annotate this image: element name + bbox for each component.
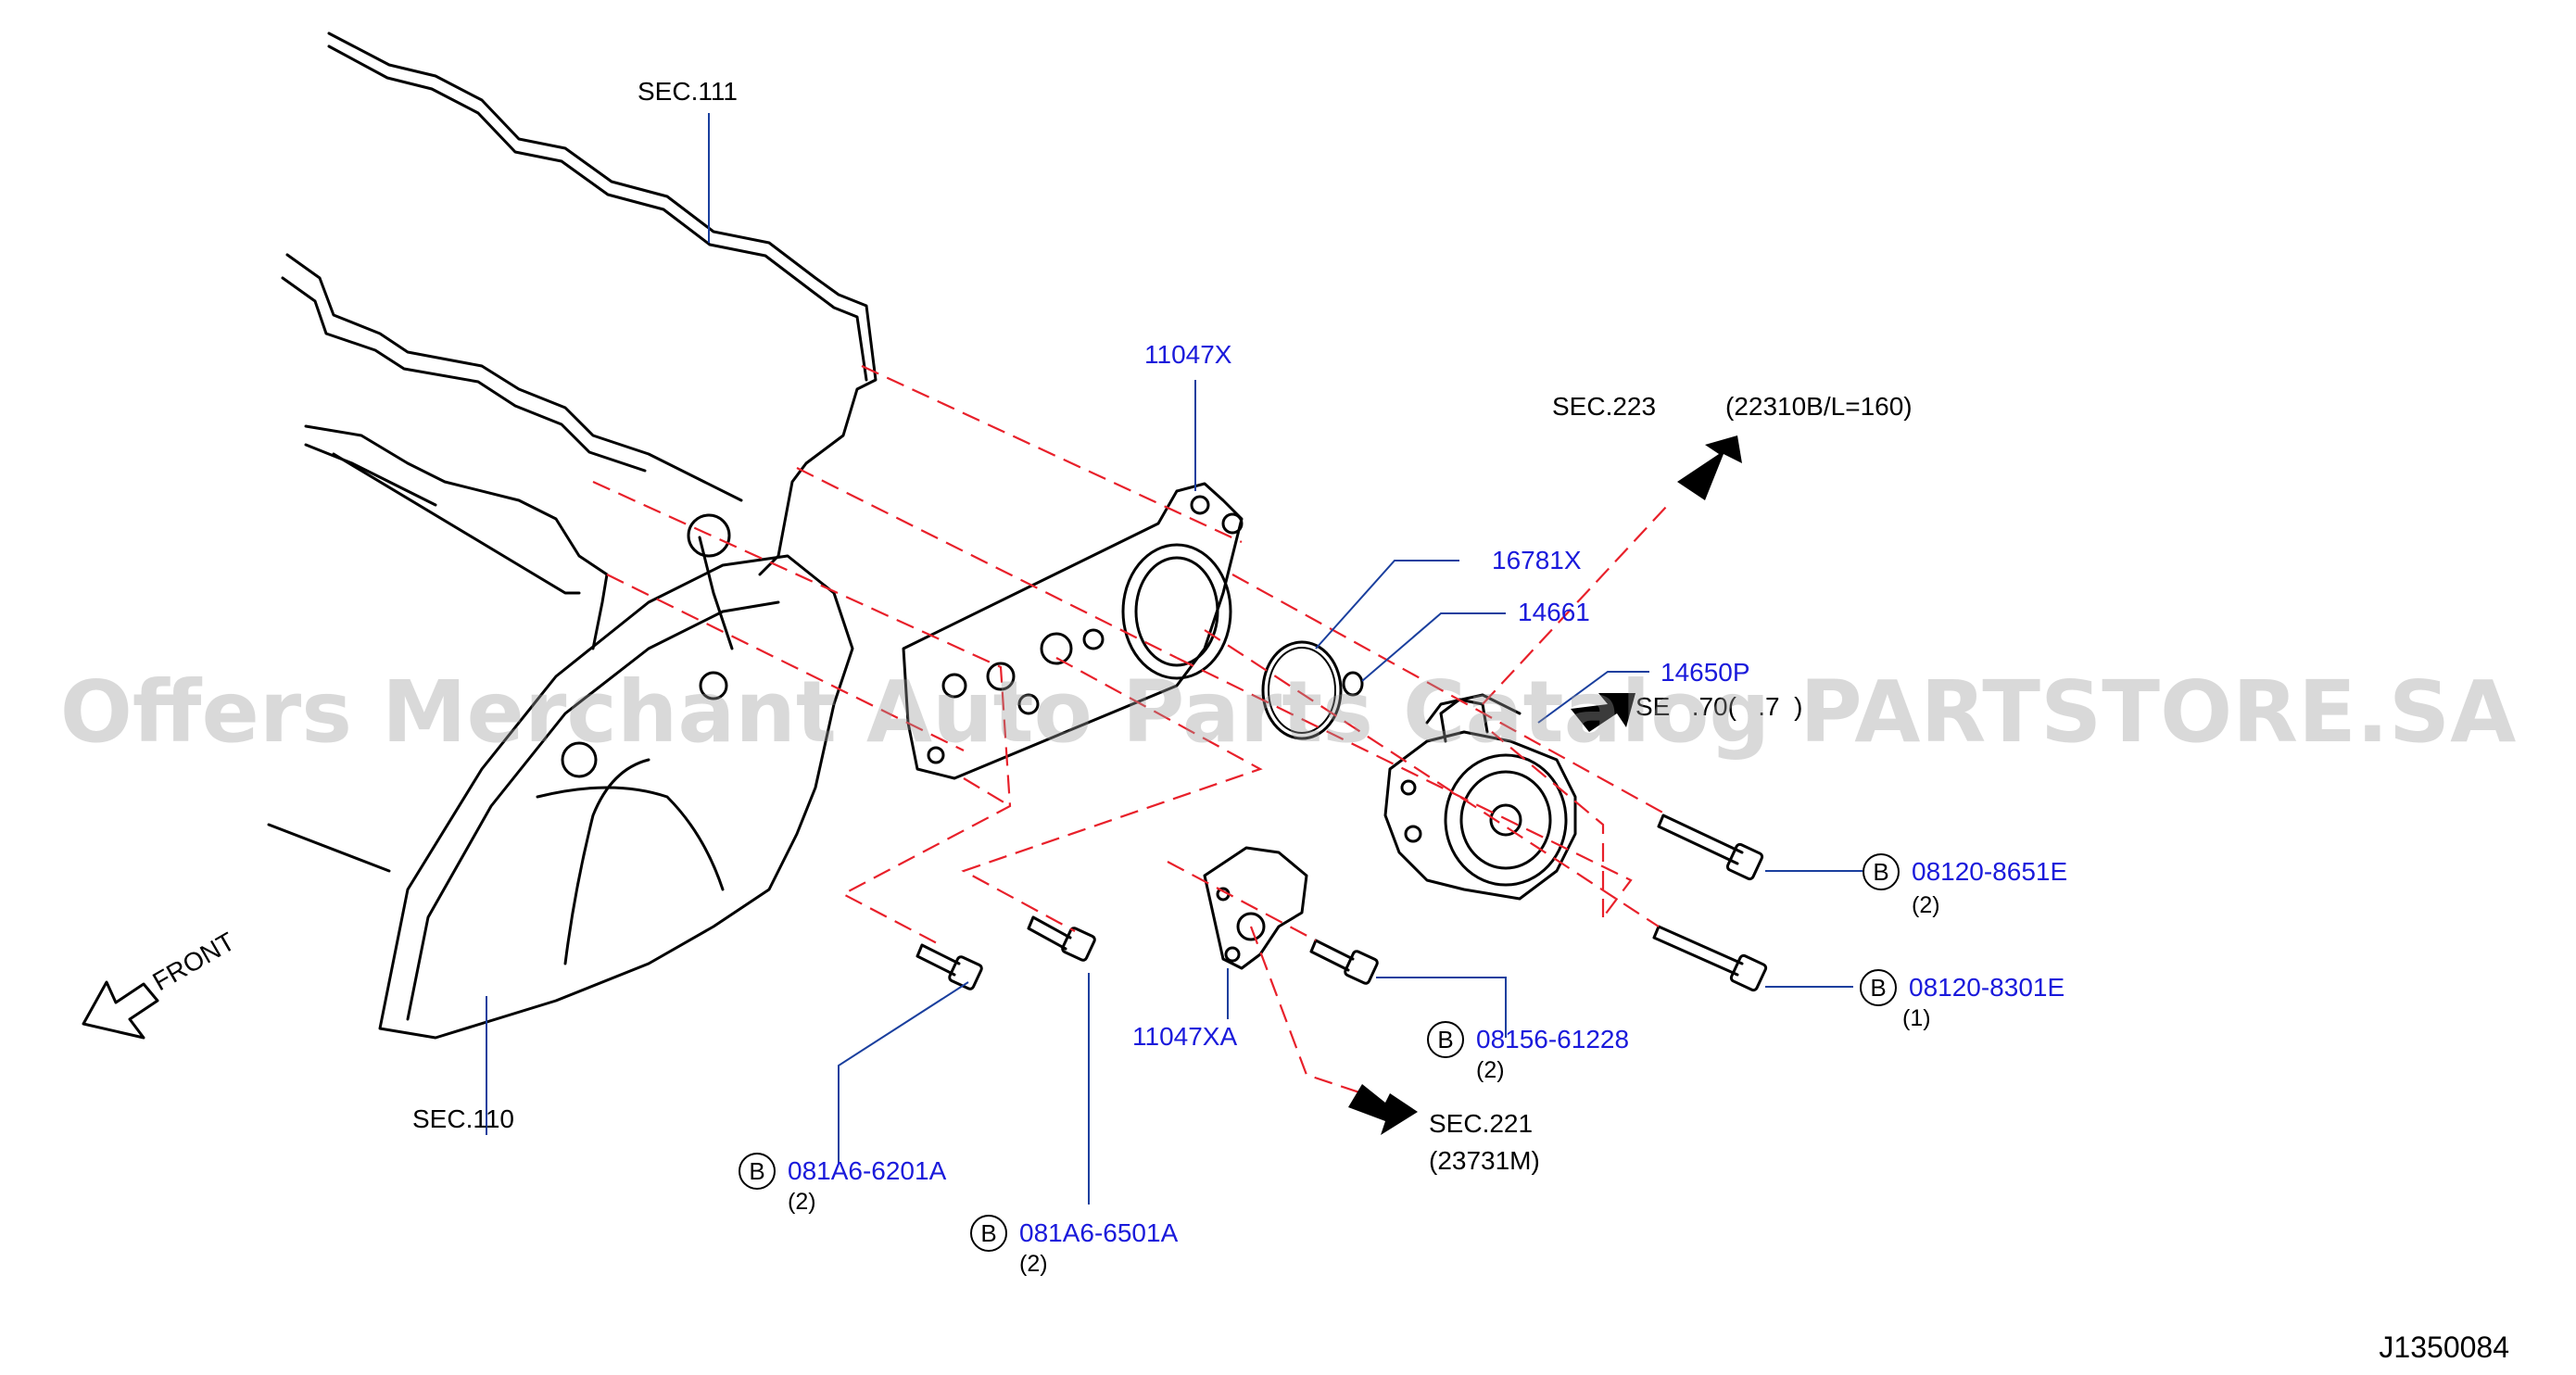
callout-bolt-1[interactable]: B 08120-8301E (1) (1860, 969, 2065, 1031)
bolt-code[interactable]: 081A6-6501A (1019, 1218, 1179, 1247)
label-sec110[interactable]: SEC.110 (412, 1104, 514, 1133)
bolt-code[interactable]: 081A6-6201A (788, 1156, 947, 1185)
callout-bolt-0[interactable]: B 08120-8651E (2) (1863, 853, 2067, 918)
diagram-code: J1350084 (2379, 1331, 2509, 1364)
bolt-code[interactable]: 08156-61228 (1476, 1025, 1629, 1053)
watermark: Offers Merchant Auto Parts Catalog PARTS… (60, 662, 2517, 762)
bolt-badge: B (1870, 974, 1886, 1002)
label-sec223[interactable]: SEC.223 (1552, 392, 1656, 421)
part-11047x[interactable]: 11047X (1144, 340, 1232, 369)
part-14661[interactable]: 14661 (1518, 598, 1590, 626)
part-14650p[interactable]: 14650P (1661, 658, 1750, 687)
bolt-08156-61228-drawing (1309, 939, 1379, 985)
label-sec221-ref: (23731M) (1429, 1146, 1540, 1175)
bolt-qty: (2) (1912, 892, 1940, 918)
arrow-to-sec223 (1677, 435, 1742, 500)
bolt-code[interactable]: 08120-8651E (1912, 857, 2067, 886)
bolt-08120-8301e-drawing (1652, 925, 1768, 992)
front-cover-outline (267, 513, 854, 1040)
callout-bolt-4[interactable]: B 081A6-6501A (2) (970, 1215, 1179, 1277)
bolt-qty: (1) (1902, 1005, 1931, 1031)
callout-bolt-3[interactable]: B 081A6-6201A (2) (739, 1153, 947, 1215)
leader-lines (486, 113, 1863, 1205)
bolt-qty: (2) (788, 1189, 816, 1215)
label-sec111[interactable]: SEC.111 (638, 77, 738, 106)
arrow-to-sec-70 (1571, 693, 1635, 732)
bolt-badge: B (1873, 858, 1888, 886)
assembly-dashed-lines (592, 365, 1669, 1095)
bolt-badge: B (1437, 1026, 1453, 1053)
front-arrow-icon (82, 980, 159, 1040)
bolt-qty: (2) (1476, 1057, 1505, 1083)
front-label: FRONT (148, 927, 240, 996)
bolt-qty: (2) (1019, 1251, 1048, 1277)
bolt-code[interactable]: 08120-8301E (1909, 973, 2065, 1002)
bolt-badge: B (749, 1157, 764, 1185)
callout-bolt-2[interactable]: B 08156-61228 (2) (1427, 1021, 1629, 1083)
vacuum-pump-14650p (1383, 693, 1577, 901)
plate-11047x (902, 482, 1244, 780)
bolt-081a6-6501a-drawing (1027, 915, 1096, 962)
label-sec221[interactable]: SEC.221 (1429, 1109, 1533, 1138)
arrow-to-sec221 (1348, 1084, 1418, 1135)
cylinder-head-outline (281, 32, 878, 650)
o-ring-14661 (1342, 671, 1364, 697)
o-ring-16781x (1261, 640, 1343, 740)
bolt-badge: B (980, 1219, 996, 1247)
label-sec223-ref: (22310B/L=160) (1725, 392, 1913, 421)
bolt-081a6-6201a-drawing (915, 943, 983, 990)
part-11047xa[interactable]: 11047XA (1132, 1022, 1237, 1051)
label-sec-partial: SE .70( .7 ) (1635, 692, 1803, 721)
part-16781x[interactable]: 16781X (1492, 546, 1582, 574)
bolt-08120-8651e-drawing (1657, 814, 1764, 881)
